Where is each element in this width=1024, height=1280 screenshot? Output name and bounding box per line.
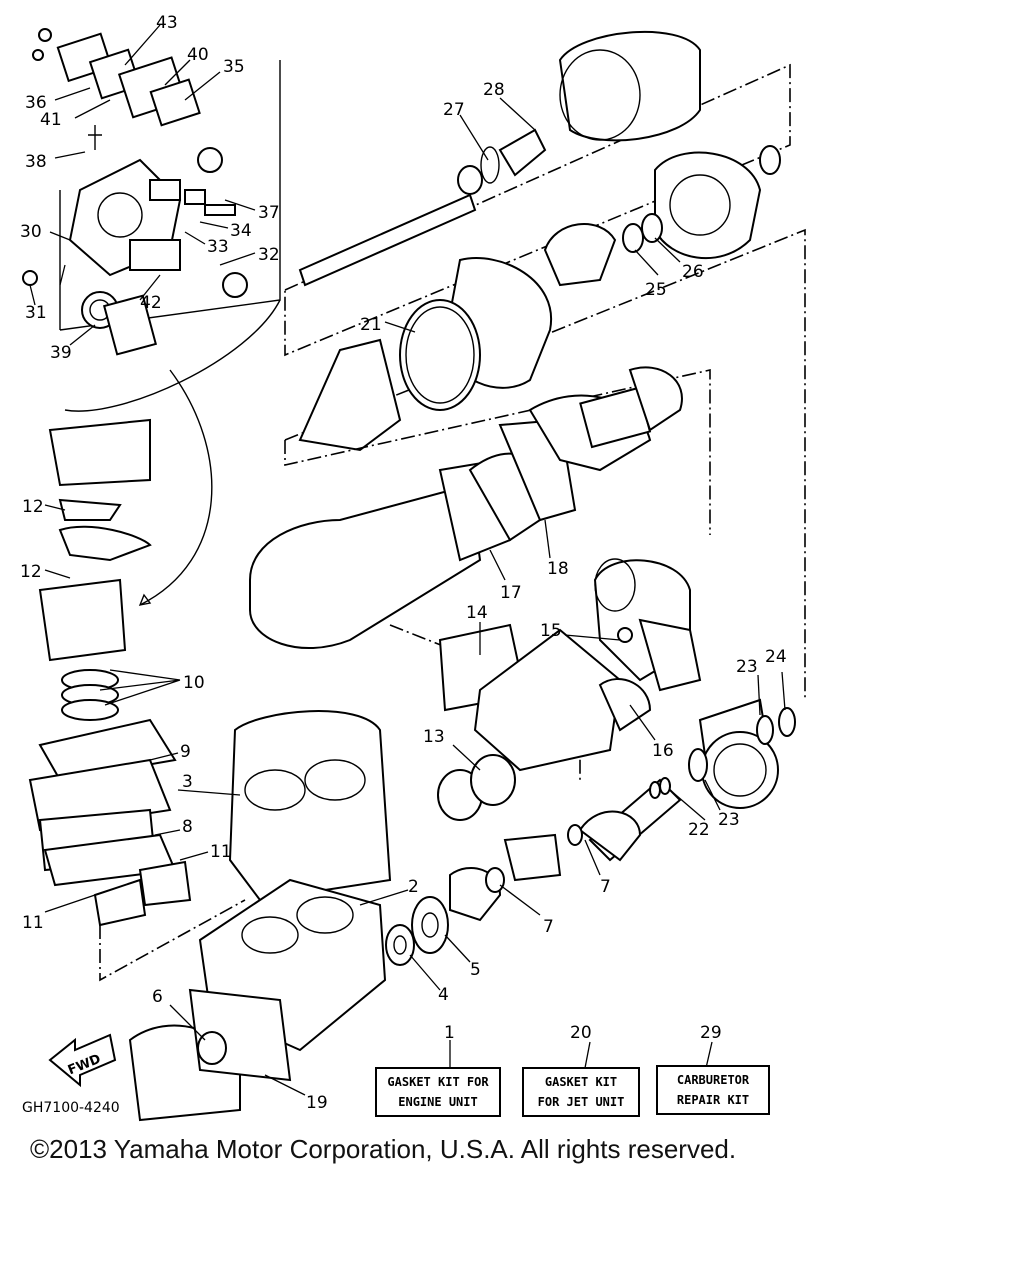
- kit-number: 29: [700, 1023, 722, 1043]
- callout: 33: [207, 237, 229, 257]
- callout: 41: [40, 110, 62, 130]
- kit-number: 20: [570, 1023, 592, 1043]
- jet-unit-group: [284, 30, 806, 700]
- callout: 23: [718, 810, 740, 830]
- kit-box-carburetor: [656, 1065, 770, 1115]
- kit-boxes: 1 GASKET KIT FOR ENGINE UNIT 20 GASKET K…: [375, 1023, 770, 1117]
- callout: 7: [600, 877, 611, 897]
- callout: 10: [183, 673, 205, 693]
- callout: 11: [22, 913, 44, 933]
- manifold-group: [437, 623, 652, 821]
- callout: 9: [180, 742, 191, 762]
- callout: 25: [645, 280, 667, 300]
- callout: 30: [20, 222, 42, 242]
- callout: 23: [736, 657, 758, 677]
- callout: 27: [443, 100, 465, 120]
- callout: 16: [652, 741, 674, 761]
- callout: 40: [187, 45, 209, 65]
- callout: 36: [25, 93, 47, 113]
- callout: 39: [50, 343, 72, 363]
- callout: 42: [140, 293, 162, 313]
- callout: 37: [258, 203, 280, 223]
- callout: 14: [466, 603, 488, 623]
- callout: 26: [682, 262, 704, 282]
- copyright-notice: ©2013 Yamaha Motor Corporation, U.S.A. A…: [30, 1134, 737, 1164]
- callout: 7: [543, 917, 554, 937]
- callout: 3: [182, 772, 193, 792]
- svg-text:FOR JET UNIT: FOR JET UNIT: [538, 1095, 625, 1109]
- kit-box-engine: [375, 1067, 501, 1117]
- svg-text:REPAIR KIT: REPAIR KIT: [677, 1093, 749, 1107]
- callout: 12: [20, 562, 42, 582]
- callout: 8: [182, 817, 193, 837]
- engine-group: [28, 418, 581, 1122]
- callout: 21: [360, 315, 382, 335]
- svg-text:CARBURETOR: CARBURETOR: [677, 1073, 750, 1087]
- fwd-arrow-icon: FWD: [48, 1033, 117, 1088]
- parts-diagram: FWD: [20, 13, 806, 1122]
- callout: 32: [258, 245, 280, 265]
- callout: 18: [547, 559, 569, 579]
- callout: 35: [223, 57, 245, 77]
- callout: 22: [688, 820, 710, 840]
- callout: 6: [152, 987, 163, 1007]
- svg-text:ENGINE UNIT: ENGINE UNIT: [398, 1095, 477, 1109]
- drawing-code: GH7100-4240: [22, 1100, 120, 1116]
- callout: 19: [306, 1093, 328, 1113]
- kit-number: 1: [444, 1023, 455, 1043]
- carburetor-group: [22, 28, 281, 356]
- exhaust-group: [249, 366, 711, 692]
- pump-group: [385, 698, 796, 966]
- callout: 15: [540, 621, 562, 641]
- callout: 17: [500, 583, 522, 603]
- svg-text:GASKET KIT FOR: GASKET KIT FOR: [387, 1075, 489, 1089]
- callout: 28: [483, 80, 505, 100]
- callout: 38: [25, 152, 47, 172]
- leader-lines: [29, 24, 786, 1096]
- callout: 2: [408, 877, 419, 897]
- callout-labels: 43 40 35 36 41 38 37 30 34 33 32 31 42 3…: [20, 13, 787, 1113]
- callout: 43: [156, 13, 178, 33]
- callout: 24: [765, 647, 787, 667]
- kit-box-jet: [522, 1067, 640, 1117]
- callout: 31: [25, 303, 47, 323]
- callout: 5: [470, 960, 481, 980]
- svg-text:GASKET KIT: GASKET KIT: [545, 1075, 617, 1089]
- callout: 4: [438, 985, 449, 1005]
- callout: 11: [210, 842, 232, 862]
- callout: 34: [230, 221, 252, 241]
- callout: 13: [423, 727, 445, 747]
- callout: 12: [22, 497, 44, 517]
